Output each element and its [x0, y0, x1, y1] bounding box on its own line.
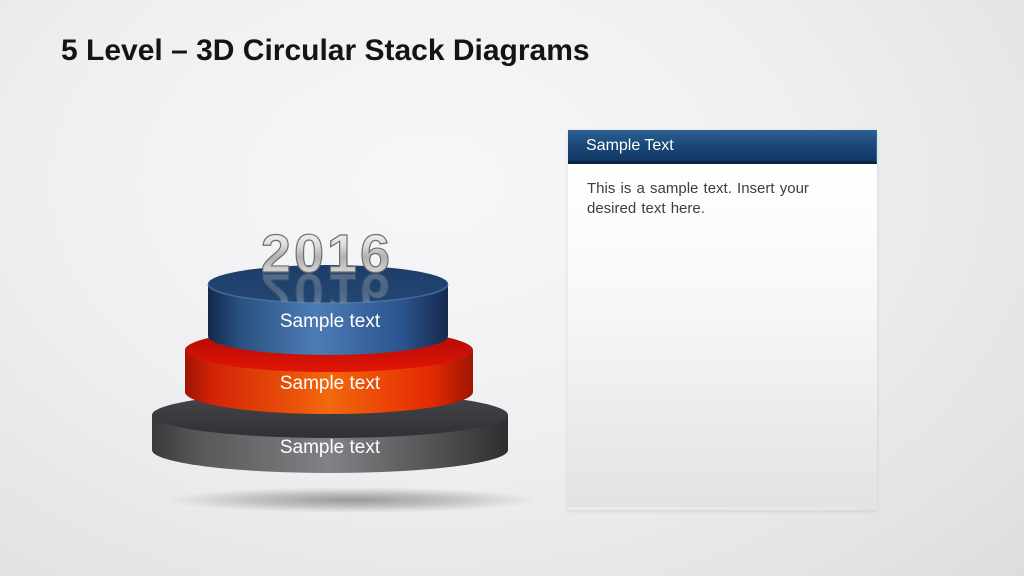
text-panel-body: This is a sample text. Insert your desir… [568, 164, 877, 507]
text-panel-header-label: Sample Text [586, 136, 674, 154]
level-2-label: Sample text [280, 373, 381, 394]
text-panel-body-text: This is a sample text. Insert your desir… [587, 180, 809, 217]
level-1-cylinder [207, 265, 449, 355]
level-2-side-bottom [185, 370, 473, 414]
level-1-side-bottom [208, 317, 448, 355]
level-1-top [208, 265, 448, 303]
level-1-top-rim-highlight [207, 283, 449, 304]
year-label: 2016 [261, 224, 393, 284]
circular-stack-diagram: 2016 2016 Sample text Sample text Sample… [120, 200, 580, 540]
level-3-side-bottom [152, 427, 508, 473]
level-1-label: Sample text [280, 311, 381, 332]
floor-shadow [164, 487, 540, 513]
text-panel: Sample Text This is a sample text. Inser… [568, 130, 877, 510]
page-title: 5 Level – 3D Circular Stack Diagrams [61, 34, 590, 67]
year-reflection: 2016 [261, 262, 393, 322]
level-3-label: Sample text [280, 437, 381, 458]
stack-diagram-svg: 2016 2016 Sample text Sample text Sample… [152, 223, 540, 513]
text-panel-header: Sample Text [568, 130, 877, 164]
